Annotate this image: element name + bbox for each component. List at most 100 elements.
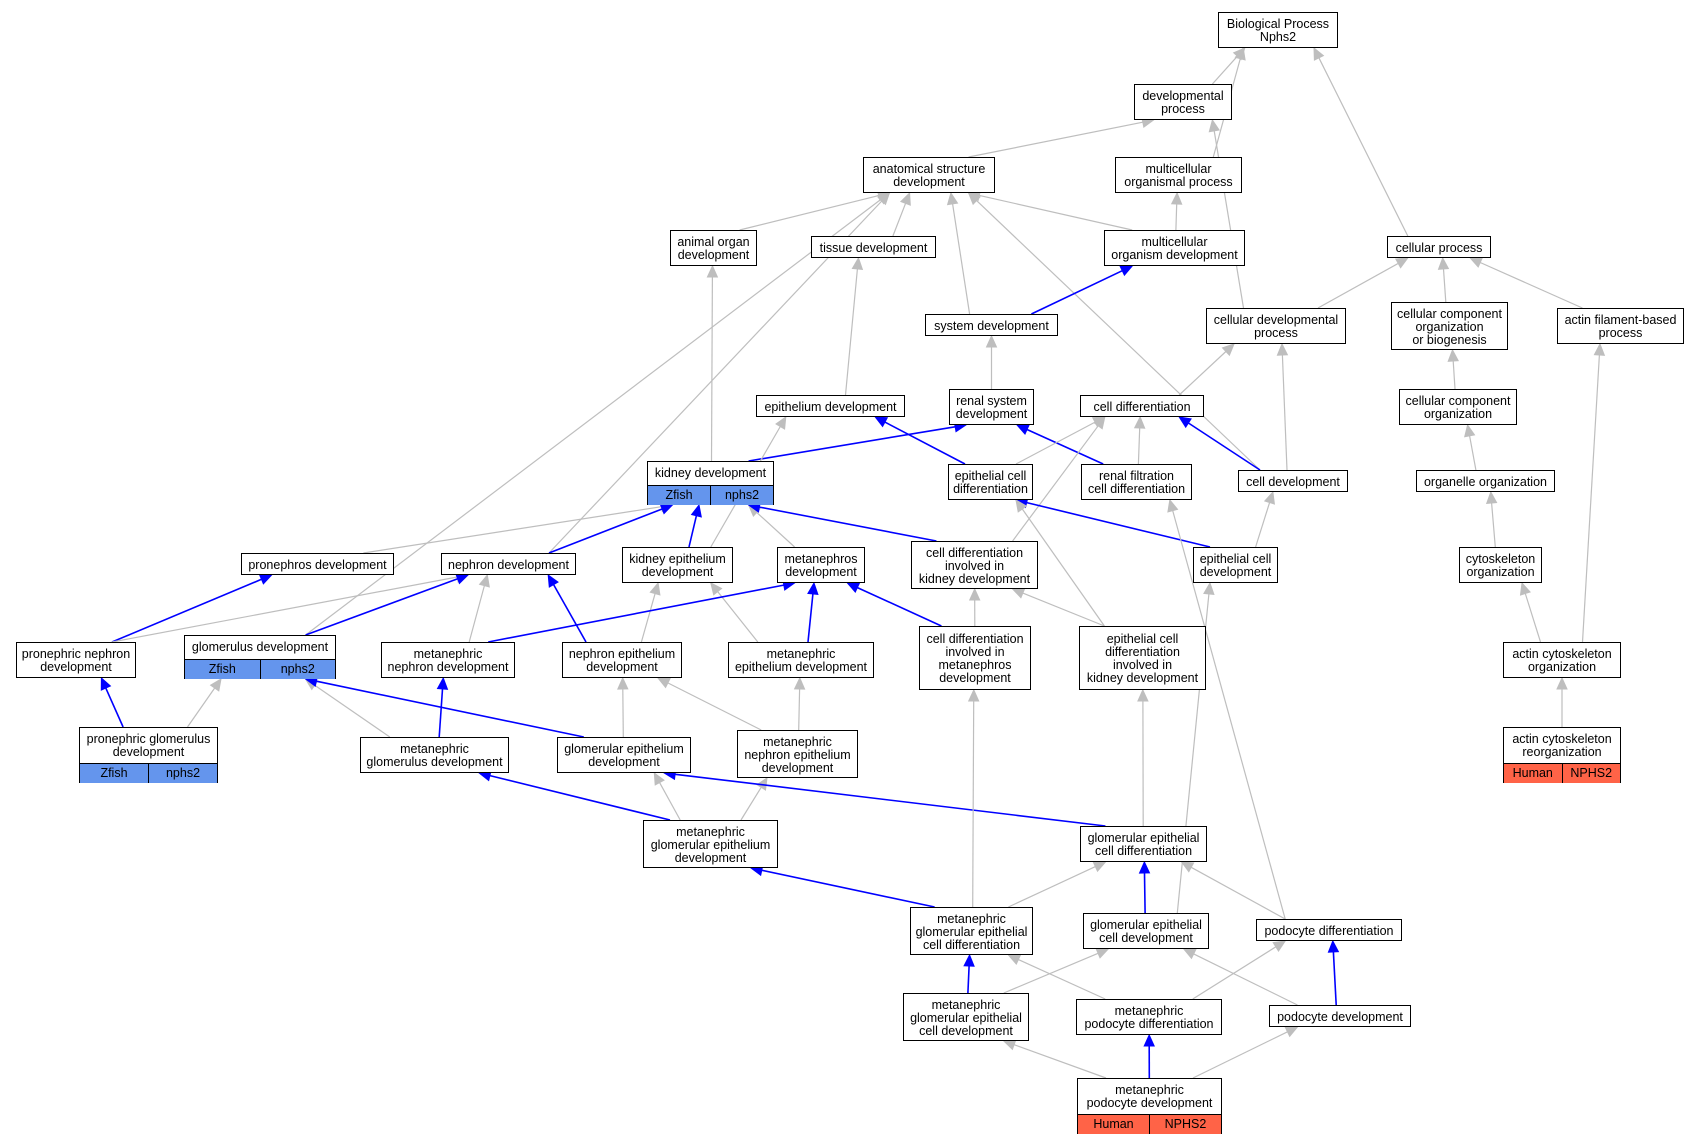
go-term-node[interactable]: epithelial cell differentiation	[948, 464, 1033, 500]
edge-part_of	[874, 416, 966, 465]
edge-part_of	[1031, 265, 1134, 315]
edge-part_of	[846, 582, 942, 627]
go-term-node[interactable]: organelle organization	[1416, 470, 1555, 492]
edge-part_of	[100, 676, 124, 728]
go-term-node[interactable]: cell development	[1238, 470, 1348, 492]
go-term-node[interactable]: metanephric glomerulus development	[360, 737, 509, 773]
go-term-node[interactable]: glomerular epithelium development	[557, 737, 691, 773]
go-term-label: epithelial cell differentiation	[953, 469, 1028, 496]
gene-cell: nphs2	[148, 764, 217, 783]
go-term-node[interactable]: actin filament-based process	[1557, 308, 1684, 344]
go-term-node[interactable]: metanephric podocyte differentiation	[1076, 999, 1222, 1035]
edge-is_a	[1556, 676, 1568, 727]
edge-part_of	[747, 501, 937, 542]
go-term-node[interactable]: developmental process	[1134, 84, 1232, 120]
species-cell: Human	[1504, 764, 1562, 783]
go-term-node[interactable]: nephron epithelium development	[562, 642, 682, 678]
go-term-node[interactable]: cellular process	[1387, 236, 1491, 258]
edge-is_a	[363, 501, 674, 554]
go-term-label: metanephric glomerular epithelium develo…	[650, 824, 771, 865]
go-term-node[interactable]: metanephric nephron epithelium developme…	[737, 730, 858, 778]
edge-is_a	[1003, 948, 1110, 994]
go-term-label: cytoskeleton organization	[1465, 552, 1536, 579]
edge-is_a	[1192, 940, 1287, 1000]
go-term-label: renal system development	[955, 394, 1028, 421]
go-term-label: metanephric epithelium development	[734, 647, 868, 674]
edge-is_a	[1255, 490, 1275, 548]
go-term-node[interactable]: cell differentiation	[1080, 395, 1204, 417]
go-term-node[interactable]: renal system development	[949, 389, 1034, 425]
edge-is_a	[468, 573, 490, 643]
edge-is_a	[793, 676, 806, 731]
go-term-node[interactable]: cellular developmental process	[1206, 308, 1346, 344]
edge-is_a	[1208, 118, 1245, 309]
go-term-node[interactable]: metanephric glomerular epithelial cell d…	[910, 907, 1033, 955]
edge-is_a	[1519, 581, 1542, 643]
go-term-label: metanephros development	[784, 552, 858, 579]
go-term-node[interactable]: glomerular epithelial cell development	[1083, 913, 1209, 949]
edge-is_a	[1437, 256, 1450, 303]
go-term-node[interactable]: metanephros development	[777, 547, 865, 583]
go-term-node[interactable]: cell differentiation involved in metanep…	[919, 626, 1031, 690]
go-term-node[interactable]: metanephric glomerular epithelium develo…	[643, 820, 778, 868]
go-term-node[interactable]: actin cytoskeleton organization	[1503, 642, 1621, 678]
go-term-node[interactable]: kidney epithelium development	[622, 547, 733, 583]
gene-cell: nphs2	[710, 486, 773, 505]
gene-cell: NPHS2	[1561, 764, 1620, 783]
go-term-node[interactable]: Biological Process Nphs2	[1218, 12, 1338, 48]
go-term-node[interactable]: epithelial cell development	[1193, 547, 1278, 583]
go-term-label: glomerular epithelial cell differentiati…	[1087, 831, 1200, 858]
go-term-node[interactable]: animal organ development	[670, 230, 757, 266]
go-term-node[interactable]: podocyte development	[1269, 1005, 1411, 1027]
edge-part_of	[488, 579, 796, 643]
edge-part_of	[1143, 1033, 1155, 1079]
go-term-node[interactable]: pronephric nephron development	[16, 642, 136, 678]
edge-is_a	[1137, 688, 1149, 827]
go-term-node[interactable]: cellular component organization or bioge…	[1391, 302, 1508, 350]
go-term-node[interactable]: epithelium development	[756, 395, 905, 417]
go-term-node[interactable]: anatomical structure development	[863, 157, 995, 193]
species-cell: Zfish	[185, 660, 260, 679]
go-term-node[interactable]: system development	[925, 314, 1058, 336]
go-term-node[interactable]: tissue development	[811, 236, 936, 258]
edge-part_of	[748, 421, 968, 462]
go-term-label: nephron epithelium development	[568, 647, 676, 674]
go-term-node[interactable]: renal filtration cell differentiation	[1081, 464, 1192, 500]
go-term-node[interactable]: multicellular organismal process	[1115, 157, 1242, 193]
go-term-node[interactable]: epithelial cell differentiation involved…	[1079, 626, 1206, 690]
go-term-node[interactable]: metanephric nephron development	[381, 642, 515, 678]
edge-part_of	[1015, 424, 1104, 465]
edge-is_a	[1167, 498, 1286, 920]
go-term-label: pronephric glomerulus development	[86, 731, 211, 759]
go-term-label: pronephros development	[248, 557, 387, 572]
edge-part_of	[963, 953, 975, 994]
edge-part_of	[663, 768, 1106, 827]
go-term-node[interactable]: cellular component organization	[1399, 389, 1517, 425]
go-term-label: podocyte differentiation	[1264, 923, 1394, 938]
edge-is_a	[967, 192, 1261, 471]
edge-is_a	[1581, 342, 1606, 643]
go-term-label: kidney epithelium development	[629, 552, 726, 579]
go-term-node[interactable]: cell differentiation involved in kidney …	[911, 541, 1038, 589]
go-term-label: renal filtration cell differentiation	[1087, 469, 1186, 496]
go-term-node[interactable]: metanephric glomerular epithelial cell d…	[903, 993, 1029, 1041]
go-term-node[interactable]: podocyte differentiation	[1256, 919, 1402, 941]
go-term-node[interactable]: pronephros development	[241, 553, 394, 575]
go-term-label: multicellular organism development	[1111, 235, 1238, 262]
go-term-node[interactable]: multicellular organism development	[1104, 230, 1245, 266]
go-term-node[interactable]: cytoskeleton organization	[1459, 547, 1542, 583]
edge-is_a	[844, 256, 864, 396]
edge-is_a	[1192, 1026, 1299, 1079]
go-term-node[interactable]: nephron development	[441, 553, 576, 575]
edge-is_a	[1464, 423, 1477, 471]
go-term-label: Biological Process Nphs2	[1226, 17, 1330, 44]
go-term-node[interactable]: metanephric epithelium development	[728, 642, 874, 678]
go-term-node[interactable]: glomerular epithelial cell differentiati…	[1080, 826, 1207, 862]
